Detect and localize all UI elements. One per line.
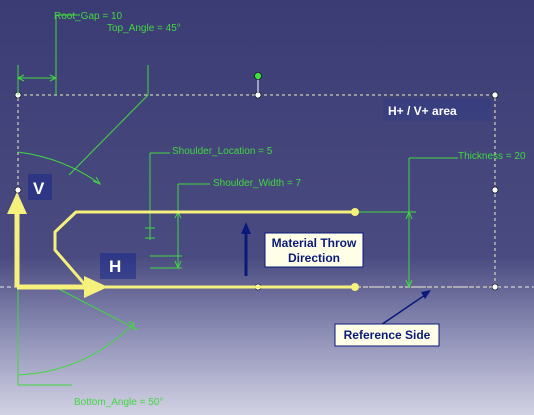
top-angle-label: Top_Angle = 45° (107, 23, 181, 34)
material-throw-box (264, 232, 364, 268)
shoulder-location-label: Shoulder_Location = 5 (172, 146, 273, 157)
h-axis-arrow (17, 276, 108, 298)
v-axis-arrow (7, 192, 27, 287)
v-axis-label: V (33, 179, 45, 198)
handle-top-mid[interactable] (254, 91, 262, 99)
profile-endpoint-top[interactable] (351, 208, 359, 216)
thickness-label: Thickness = 20 (458, 151, 526, 162)
material-throw-line2: Direction (288, 251, 340, 265)
area-label-backdrop (383, 99, 491, 121)
profile-endpoint-bottom[interactable] (351, 283, 359, 291)
h-label-backdrop (100, 253, 136, 279)
area-label: H+ / V+ area (388, 104, 457, 118)
bevel-profile[interactable] (53, 208, 359, 291)
handle-left-mid[interactable] (14, 186, 22, 194)
bottom-angle-label: Bottom_Angle = 50° (74, 397, 163, 408)
handle-bottom-right[interactable] (491, 283, 499, 291)
reference-side-label: Reference Side (344, 328, 431, 342)
material-throw-line1: Material Throw (272, 236, 357, 250)
rotation-handle[interactable] (254, 72, 262, 80)
h-axis-label: H (109, 257, 121, 276)
material-throw-arrow (241, 222, 251, 276)
reference-side-arrow (377, 290, 431, 328)
v-label-backdrop (28, 174, 52, 200)
shoulder-width-label: Shoulder_Width = 7 (213, 178, 302, 189)
root-gap-label: Root_Gap = 10 (54, 11, 123, 22)
handle-right-mid[interactable] (491, 186, 499, 194)
dimension-lines (16, 14, 458, 386)
handle-top-right[interactable] (491, 91, 499, 99)
reference-side-box (334, 323, 440, 347)
